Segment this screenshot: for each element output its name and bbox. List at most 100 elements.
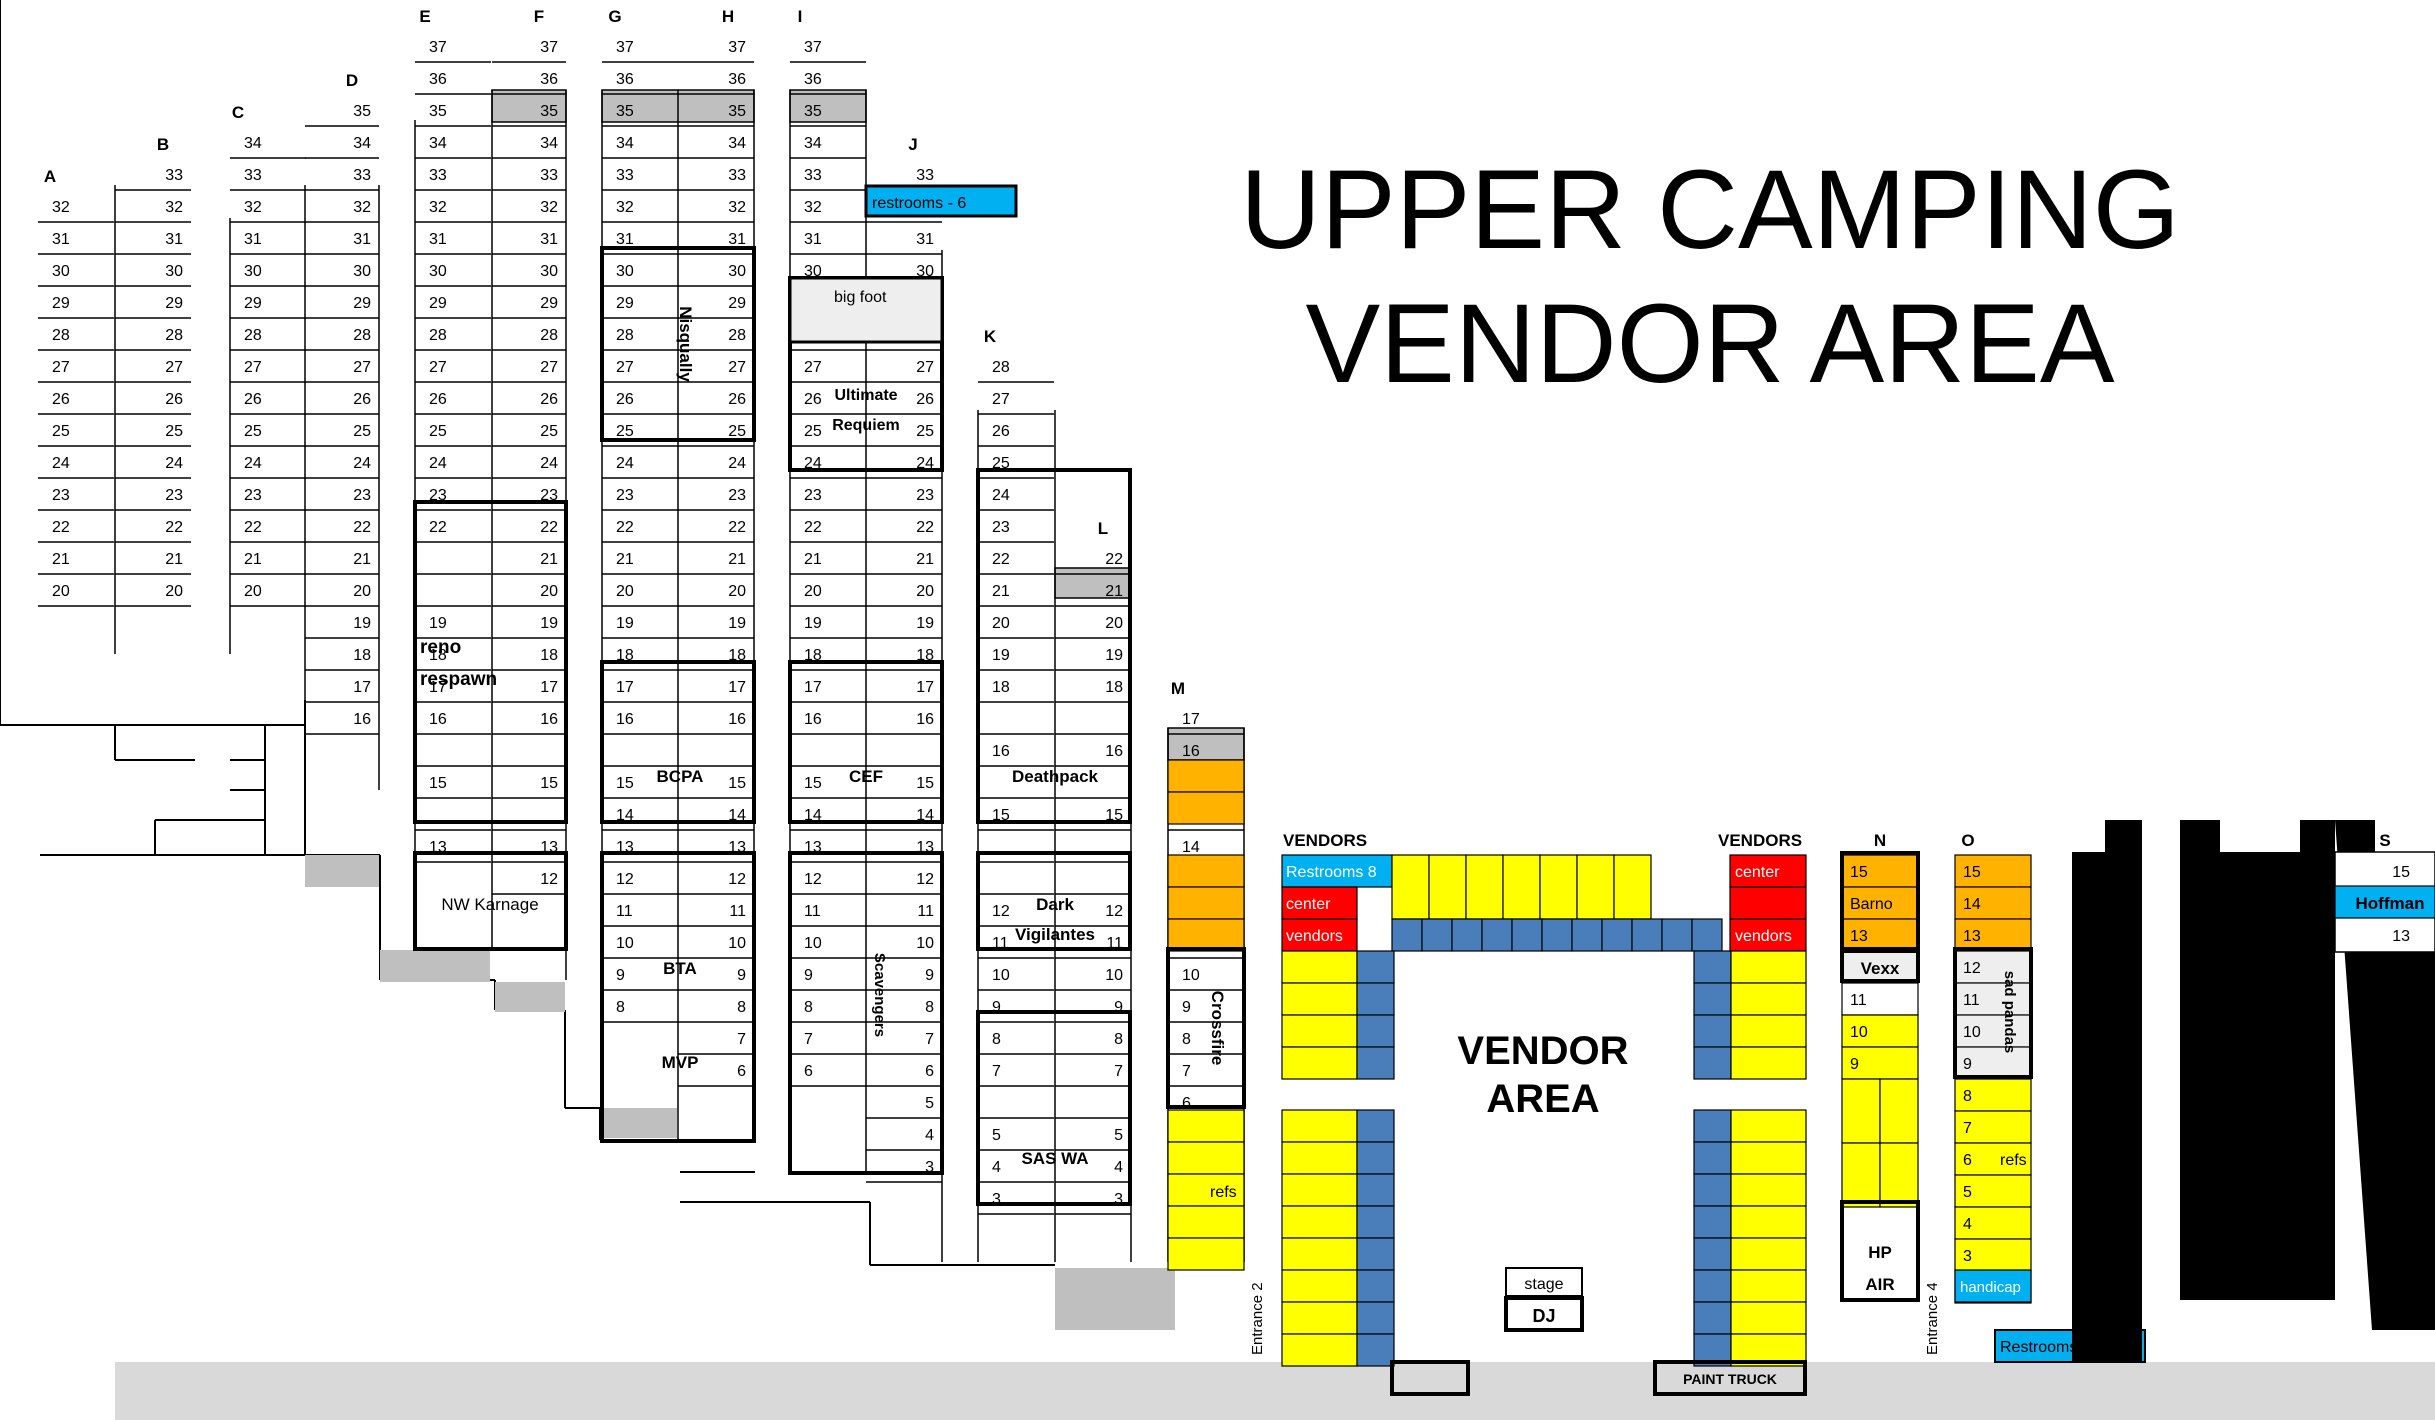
vendor-booth-blue [1571,918,1603,952]
site-E-19: 19 [429,615,447,632]
site-o-6: 6 [1963,1152,1972,1169]
site-I-23: 23 [804,487,822,504]
site-K-16: 16 [992,743,1010,760]
site-K-28: 28 [992,359,1010,376]
site-L-21: 21 [1105,583,1123,600]
site-I-20: 20 [804,583,822,600]
site-F-21: 21 [540,551,558,568]
site-o-3: 3 [1963,1248,1972,1265]
column-label-H: H [722,7,734,26]
site-B-28: 28 [165,327,183,344]
site-J-16: 16 [916,711,934,728]
site-I-12: 12 [804,871,822,888]
site-D-21: 21 [353,551,371,568]
site-J-18: 18 [916,647,934,664]
group-vexx [1840,947,1920,983]
vendor-booth-right [1730,1173,1807,1207]
site-D-30: 30 [353,263,371,280]
site-G-16: 16 [616,711,634,728]
site-A-25: 25 [52,423,70,440]
gray-block-m [1167,727,1245,761]
label-sas-wa: SAS WA [1021,1149,1088,1168]
site-o-15: 15 [1963,864,1981,881]
site-D-22: 22 [353,519,371,536]
site-B-20: 20 [165,583,183,600]
site-B-30: 30 [165,263,183,280]
site-M-10: 10 [1182,967,1200,984]
site-B-26: 26 [165,391,183,408]
site-K-24: 24 [992,487,1010,504]
site-H-36: 36 [728,71,746,88]
vendor-booth-top [1428,854,1467,920]
site-L-15: 15 [1105,807,1123,824]
label-refs-m: refs [1210,1184,1237,1201]
site-G-28: 28 [616,327,634,344]
label-vendors-left: vendors [1286,928,1343,945]
site-n-10: 10 [1850,1024,1868,1041]
site-o-yellow [1954,1238,2032,1272]
site-o-orange [1954,854,2032,888]
title-line-2: VENDOR AREA [1305,281,2114,406]
label-ultimate: Ultimate [834,387,897,404]
site-C-26: 26 [244,391,262,408]
site-n-yellow [1841,1046,1919,1080]
site-I-35: 35 [804,103,822,120]
site-I-33: 33 [804,167,822,184]
site-G-34: 34 [616,135,634,152]
site-H-16: 16 [728,711,746,728]
vendor-booth-left-blue [1356,1333,1395,1367]
site-J-11: 11 [917,903,934,920]
site-H-20: 20 [728,583,746,600]
vendor-booth-left-blue [1356,1269,1395,1303]
site-D-20: 20 [353,583,371,600]
vendor-booth-left-blue [1356,1301,1395,1335]
site-D-28: 28 [353,327,371,344]
site-L-3: 3 [1114,1191,1123,1208]
site-B-24: 24 [165,455,183,472]
site-G-25: 25 [616,423,634,440]
site-I-7: 7 [804,1031,813,1048]
site-E-15: 15 [429,775,447,792]
site-F-30: 30 [540,263,558,280]
site-J-12: 12 [916,871,934,888]
site-L-9: 9 [1114,999,1123,1016]
site-G-26: 26 [616,391,634,408]
label-nisqually: Nisqually [676,306,695,382]
site-B-31: 31 [165,231,183,248]
site-K-25: 25 [992,455,1010,472]
label-entrance-4: Entrance 4 [1924,1282,1941,1355]
column-label-S: S [2379,831,2390,850]
site-G-29: 29 [616,295,634,312]
site-H-28: 28 [728,327,746,344]
site-L-10: 10 [1105,967,1123,984]
vendor-booth-left [1281,1269,1358,1303]
site-F-17: 17 [540,679,558,696]
site-G-19: 19 [616,615,634,632]
site-C-30: 30 [244,263,262,280]
vendor-booth-blue [1691,918,1723,952]
gray-block [380,950,490,982]
group-bta-mvp [600,851,756,1143]
site-J-17: 17 [916,679,934,696]
vendor-booth-left [1281,1333,1358,1367]
site-F-19: 19 [540,615,558,632]
label-hp: HP [1868,1243,1892,1262]
site-G-14: 14 [616,807,634,824]
site-F-15: 15 [540,775,558,792]
site-G-17: 17 [616,679,634,696]
site-L-16: 16 [1105,743,1123,760]
title-line-1: UPPER CAMPING [1240,147,2180,272]
site-A-24: 24 [52,455,70,472]
site-H-26: 26 [728,391,746,408]
site-K-15: 15 [992,807,1010,824]
site-I-11: 11 [804,903,821,920]
site-F-35: 35 [540,103,558,120]
site-E-23: 23 [429,487,447,504]
site-m-orange [1167,854,1245,888]
site-I-31: 31 [804,231,822,248]
site-L-5: 5 [1114,1127,1123,1144]
site-J-24: 24 [916,455,934,472]
site-F-33: 33 [540,167,558,184]
site-D-26: 26 [353,391,371,408]
site-G-27: 27 [616,359,634,376]
